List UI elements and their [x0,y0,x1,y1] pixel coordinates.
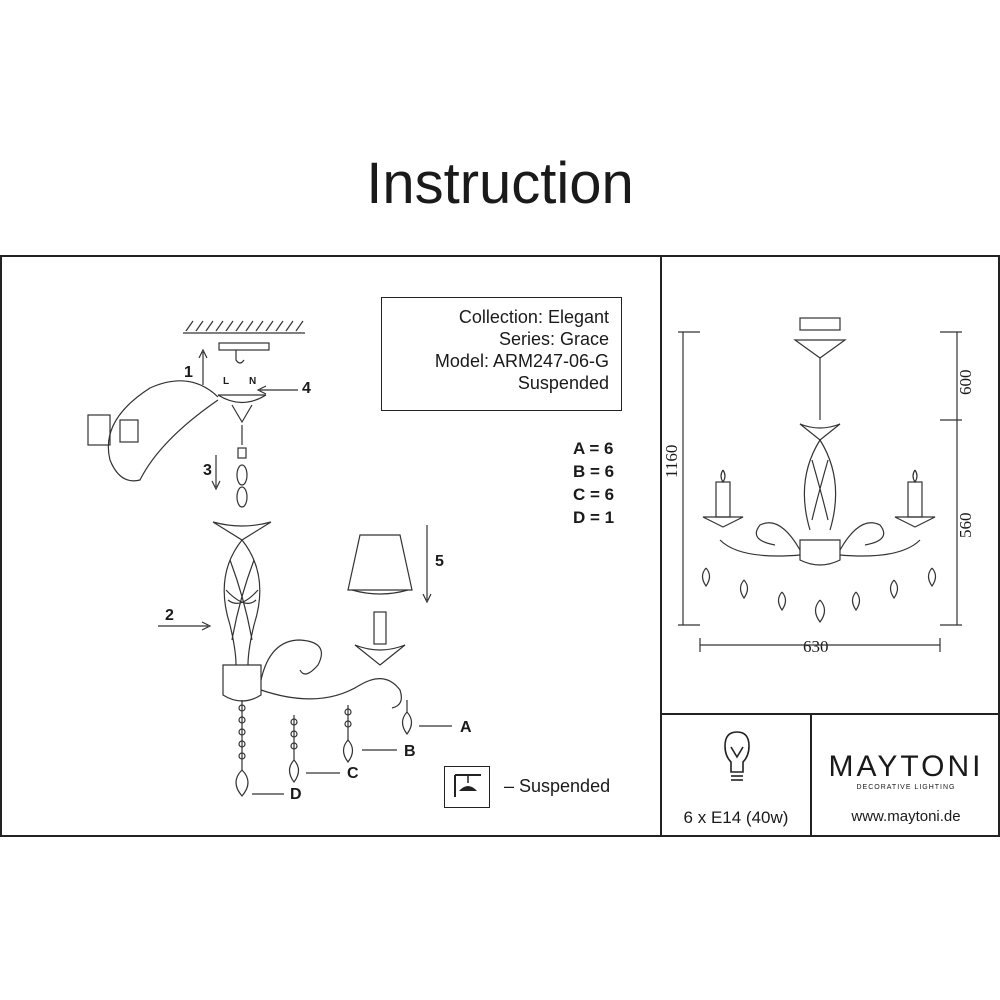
step-4-label: 4 [302,380,311,397]
step-5-label: 5 [435,553,444,570]
step-3-label: 3 [203,462,212,479]
pendant-a-label: A [460,719,472,736]
part-count-d: D = 1 [573,508,615,527]
mount-text: Suspended [517,373,609,393]
step-1-label: 1 [184,364,193,381]
collection-text: Collection: Elegant [458,307,609,327]
product-info-box: Collection: Elegant Series: Grace Model:… [381,297,622,411]
brand-tagline: DECORATIVE LIGHTING [856,784,956,791]
model-text: Model: ARM247-06-G [434,351,609,371]
panel-divider [810,713,812,837]
parts-list: A = 6 B = 6 C = 6 D = 1 [573,437,614,529]
pendant-b-label: B [404,743,416,760]
series-text: Series: Grace [498,329,609,349]
bulb-spec: 6 x E14 (40w) [683,808,789,827]
wire-live-label: L [223,376,230,387]
pendant-c-label: C [347,765,359,782]
step-2-label: 2 [165,607,174,624]
panel-divider [660,713,1000,715]
instruction-frame [0,255,1000,837]
page-title: Instruction [366,151,634,216]
part-count-b: B = 6 [573,462,615,481]
part-count-c: C = 6 [573,485,615,504]
panel-divider [660,255,662,837]
dimension-width: 630 [803,637,829,656]
panel-divider [0,255,2,837]
ceiling-hatch [183,320,305,334]
panel-divider [998,255,1000,837]
part-count-a: A = 6 [573,439,614,458]
brand-logo: MAYTONI [828,750,984,783]
bulb-icon [724,731,750,781]
suspended-legend-text: – Suspended [504,776,611,796]
suspended-icon [444,766,490,808]
wire-neutral-label: N [249,376,257,387]
pendant-d-label: D [290,786,302,803]
brand-url: www.maytoni.de [851,808,961,825]
